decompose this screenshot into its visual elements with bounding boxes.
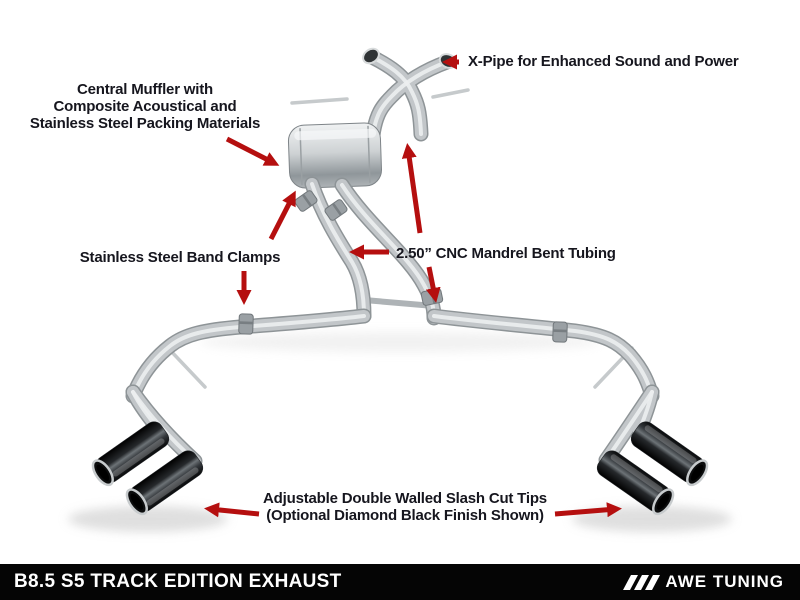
central-muffler-label-line1: Central Muffler with bbox=[76, 81, 213, 98]
tips-label: Adjustable Double Walled Slash Cut Tips … bbox=[230, 490, 580, 524]
central-muffler-label-line3: Stainless Steel Packing Materials bbox=[29, 115, 261, 132]
footer-bar: B8.5 S5 TRACK EDITION EXHAUST AWE TUNING bbox=[0, 564, 800, 600]
arrow-tips-left bbox=[204, 502, 260, 518]
central-muffler-label: Central Muffler with Composite Acoustica… bbox=[20, 81, 270, 132]
brand-name: AWE TUNING bbox=[665, 572, 784, 591]
x-pipe-label: X-Pipe for Enhanced Sound and Power bbox=[468, 53, 739, 70]
arrow-clamps-up bbox=[268, 190, 296, 241]
tubing-label: 2.50” CNC Mandrel Bent Tubing bbox=[396, 245, 616, 262]
arrow-tubing-down bbox=[425, 266, 441, 303]
tips-label-line2: (Optional Diamond Black Finish Shown) bbox=[266, 507, 544, 524]
arrow-muffler bbox=[225, 136, 280, 166]
arrow-tubing-up bbox=[401, 143, 423, 234]
product-title: B8.5 S5 TRACK EDITION EXHAUST bbox=[14, 571, 342, 592]
brand-logo: AWE TUNING bbox=[623, 572, 800, 592]
band-clamps-label: Stainless Steel Band Clamps bbox=[79, 249, 281, 266]
annotation-arrows bbox=[204, 54, 622, 518]
central-muffler bbox=[287, 122, 383, 189]
arrow-tips-right bbox=[554, 502, 622, 518]
diagonal-stripes-icon bbox=[623, 574, 661, 590]
tips-label-line1: Adjustable Double Walled Slash Cut Tips bbox=[263, 490, 547, 507]
central-muffler-label-line2: Composite Acoustical and bbox=[53, 98, 237, 115]
x-pipe bbox=[362, 47, 458, 135]
mid-pipes bbox=[312, 184, 434, 318]
hanger-rods bbox=[166, 88, 634, 389]
